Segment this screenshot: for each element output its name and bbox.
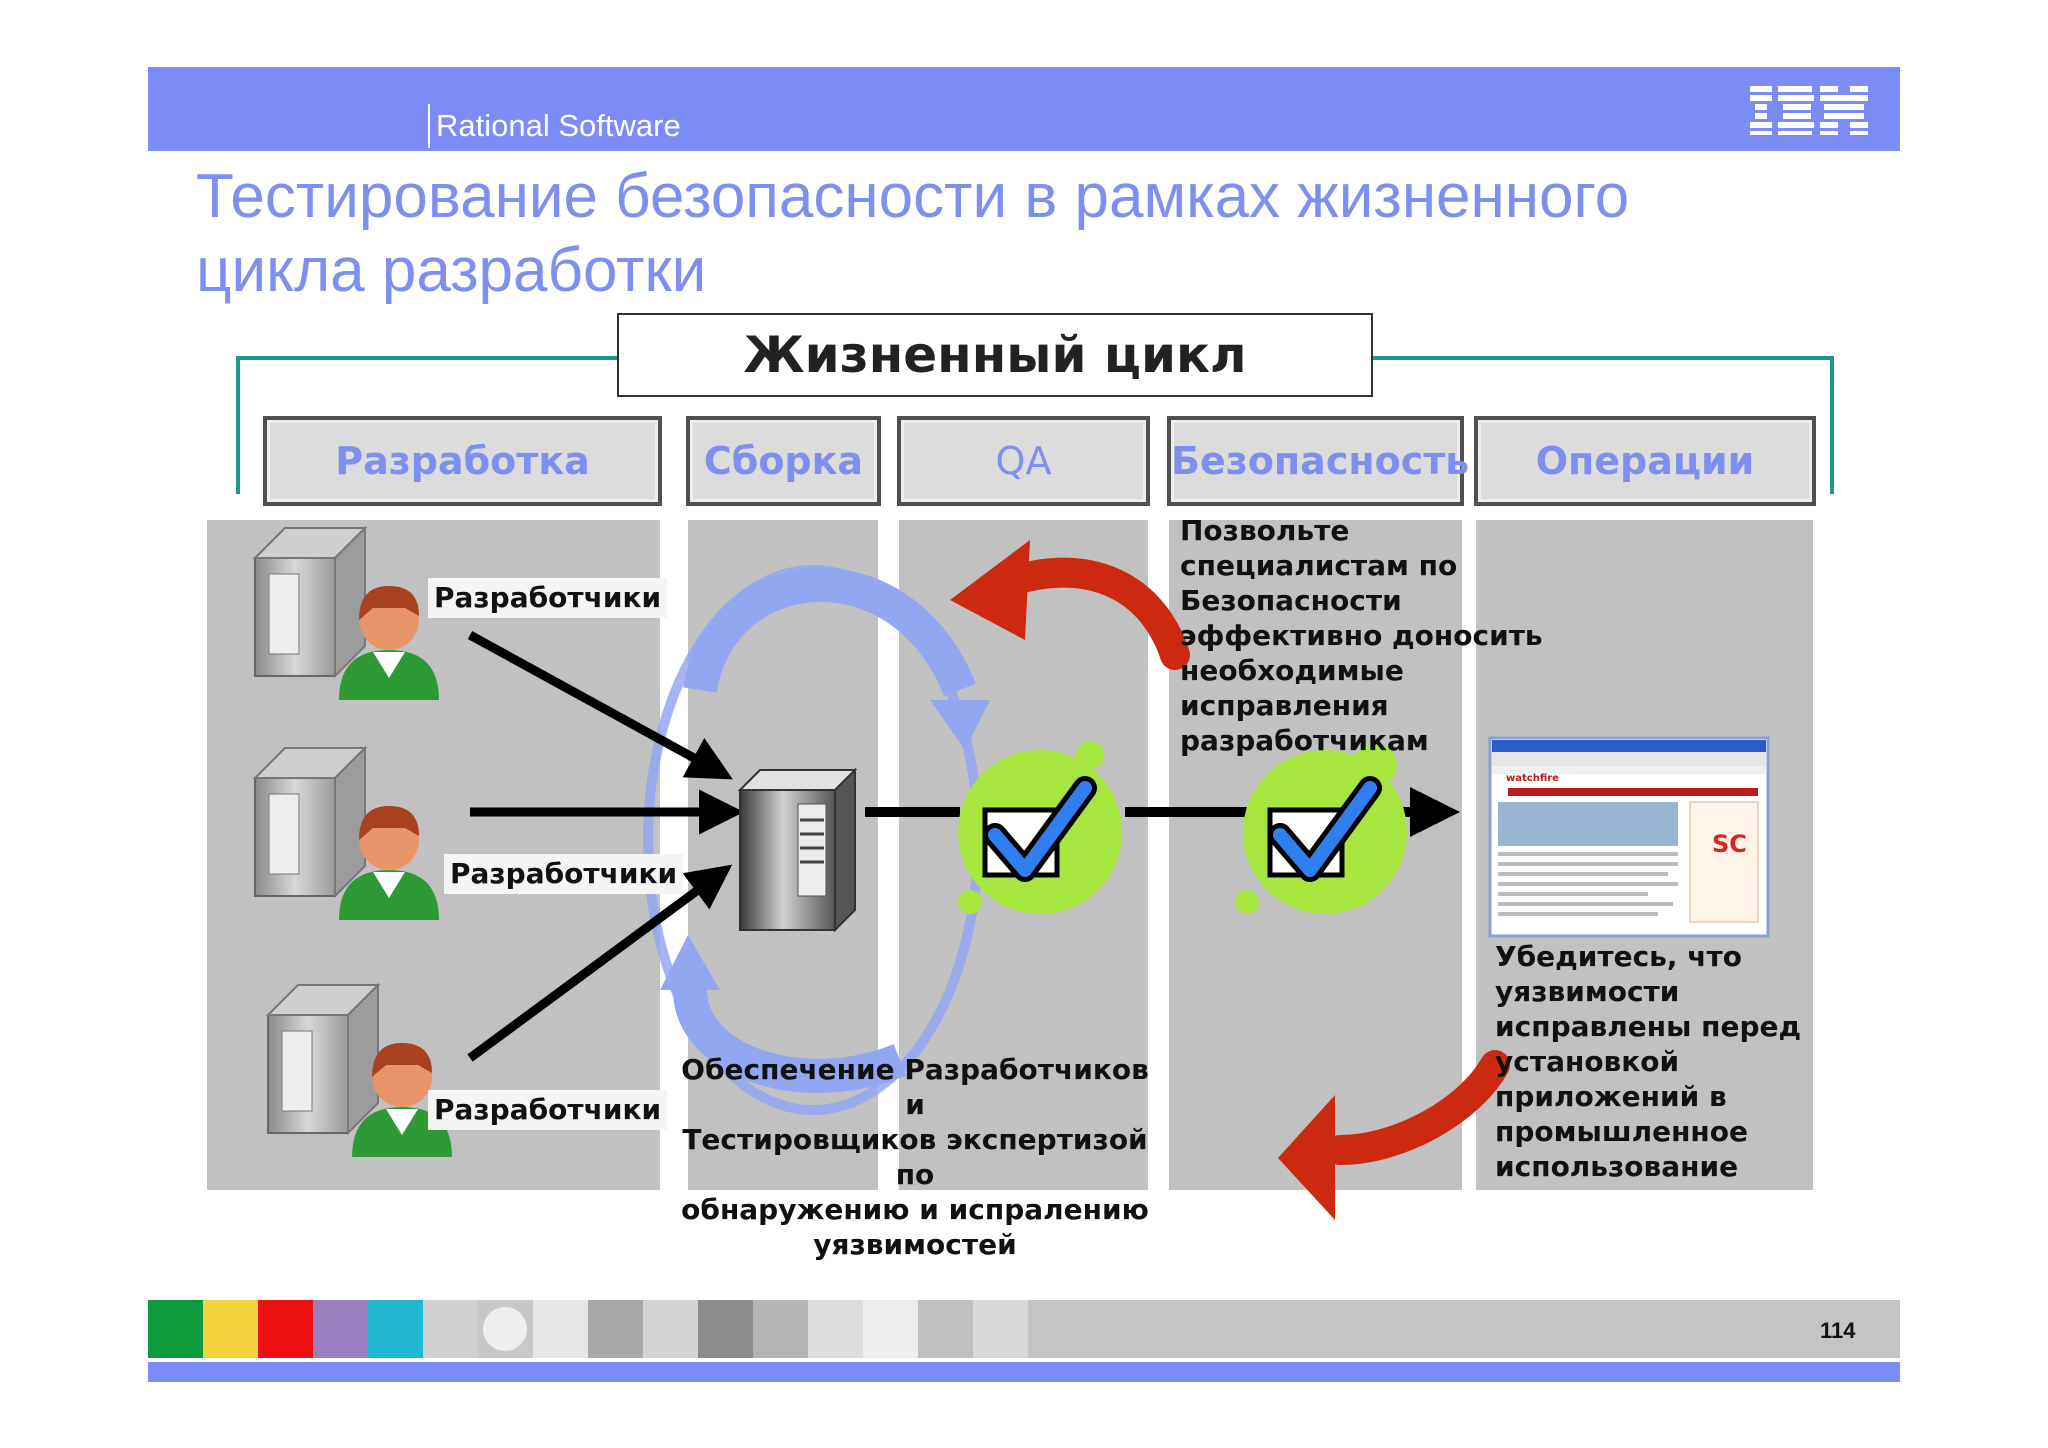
red-arrow-operations-to-security (1278, 1050, 1510, 1220)
note-security: Позвольте специалистам по Безопасности э… (1180, 513, 1543, 758)
qa-check-icon (958, 741, 1122, 914)
footer-bar (148, 1300, 1900, 1382)
developer-icon (252, 745, 439, 920)
note-operations: Убедитесь, что уязвимости исправлены пер… (1495, 939, 1815, 1184)
note-line: Позвольте (1180, 514, 1350, 547)
note-build-qa: Обеспечение Разработчиков и Тестировщико… (675, 1052, 1155, 1262)
header-bar (148, 67, 1900, 151)
phase-qa: QA (897, 416, 1150, 506)
note-line: необходимые (1180, 654, 1404, 687)
note-line: установкой (1495, 1045, 1680, 1078)
developer-icon (265, 982, 452, 1157)
phase-security: Безопасность (1167, 416, 1469, 506)
phase-build: Сборка (686, 416, 881, 506)
note-line: промышленное (1495, 1115, 1748, 1148)
lifecycle-title: Жизненный цикл (617, 313, 1373, 397)
phase-development: Разработка (263, 416, 662, 506)
page-number: 114 (1820, 1318, 1856, 1343)
phase-operations: Операции (1474, 416, 1816, 506)
brand-label: Rational Software (428, 104, 681, 148)
note-line: Обеспечение Разработчиков и (681, 1053, 1149, 1121)
note-line: уязвимости (1495, 975, 1680, 1008)
note-line: Безопасности (1180, 584, 1402, 617)
note-line: Убедитесь, что (1495, 940, 1742, 973)
security-check-icon (1235, 743, 1407, 914)
note-line: исправления (1180, 689, 1389, 722)
label-developers-2: Разработчики (444, 854, 684, 894)
note-line: эффективно доносить (1180, 619, 1543, 652)
note-line: исправлены перед (1495, 1010, 1802, 1043)
developer-arrows (467, 631, 744, 1062)
app-screenshot-thumbnail (1488, 736, 1770, 938)
build-server-icon (737, 767, 858, 933)
label-developers-1: Разработчики (428, 578, 668, 618)
title-line-2: цикла разработки (196, 236, 707, 305)
note-line: разработчикам (1180, 724, 1429, 757)
screenshot-brand: watchfire (1506, 773, 1559, 784)
page-title: Тестирование безопасности в рамках жизне… (196, 160, 1896, 308)
note-line: использование (1495, 1150, 1739, 1183)
red-arrow-security-to-qa (950, 540, 1190, 670)
note-line: Тестировщиков экспертизой по (682, 1123, 1148, 1191)
note-line: приложений в (1495, 1080, 1727, 1113)
label-developers-3: Разработчики (428, 1090, 668, 1130)
note-line: обнаружению и испралению (681, 1193, 1149, 1226)
title-line-1: Тестирование безопасности в рамках жизне… (196, 162, 1630, 231)
note-line: уязвимостей (813, 1228, 1017, 1261)
developer-icon (252, 525, 439, 700)
note-line: специалистам по (1180, 549, 1458, 582)
screenshot-badge: SC (1712, 830, 1747, 858)
ibm-logo (1750, 86, 1868, 135)
